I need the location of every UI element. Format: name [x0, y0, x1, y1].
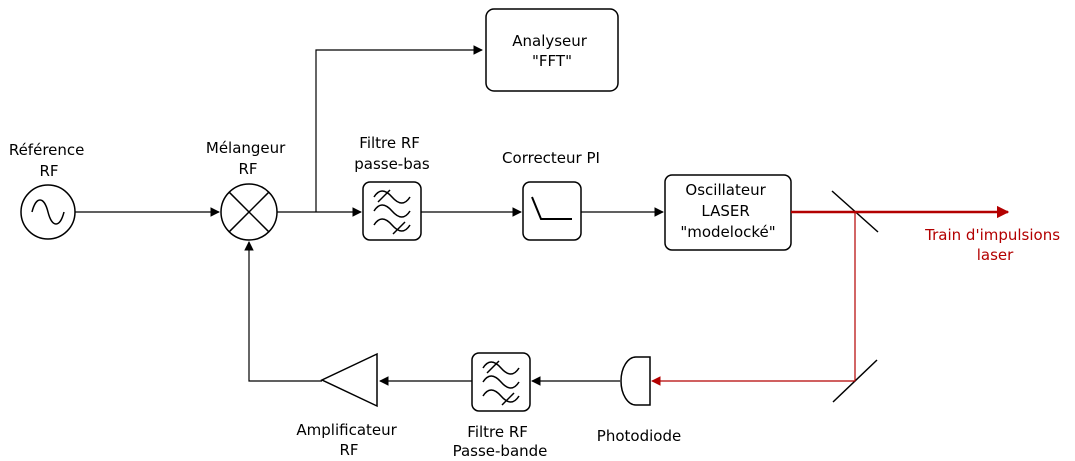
filter-waves-icon [373, 189, 411, 235]
photodiode [620, 356, 651, 406]
analyzer-label: Analyseur "FFT" [512, 32, 592, 70]
corrector-label: Correcteur PI [502, 149, 600, 167]
pi-response-icon [531, 196, 572, 220]
sine-icon [31, 199, 65, 225]
signal-connections [75, 45, 664, 386]
photodiode-label: Photodiode [597, 427, 681, 445]
fft-analyzer [485, 8, 619, 92]
bandpass-label: Filtre RF Passe-bande [453, 423, 548, 460]
oscillator-label: Oscillateur LASER "modelocké" [680, 181, 775, 241]
amplifier-label: Amplificateur RF [296, 421, 401, 459]
bandpass-filter [471, 352, 531, 412]
pi-corrector [522, 181, 582, 241]
laser-beam-paths [651, 205, 1010, 386]
output-label: Train d'impulsions laser [924, 226, 1065, 264]
reference-rf-source [20, 184, 76, 240]
mixer-label: Mélangeur RF [206, 139, 290, 178]
reference-label: Référence RF [9, 141, 89, 180]
lowpass-label: Filtre RF passe-bas [354, 134, 430, 173]
lowpass-filter [362, 181, 422, 241]
rf-mixer [220, 183, 278, 241]
rf-amplifier [320, 352, 378, 408]
filter-waves-icon [482, 360, 520, 406]
